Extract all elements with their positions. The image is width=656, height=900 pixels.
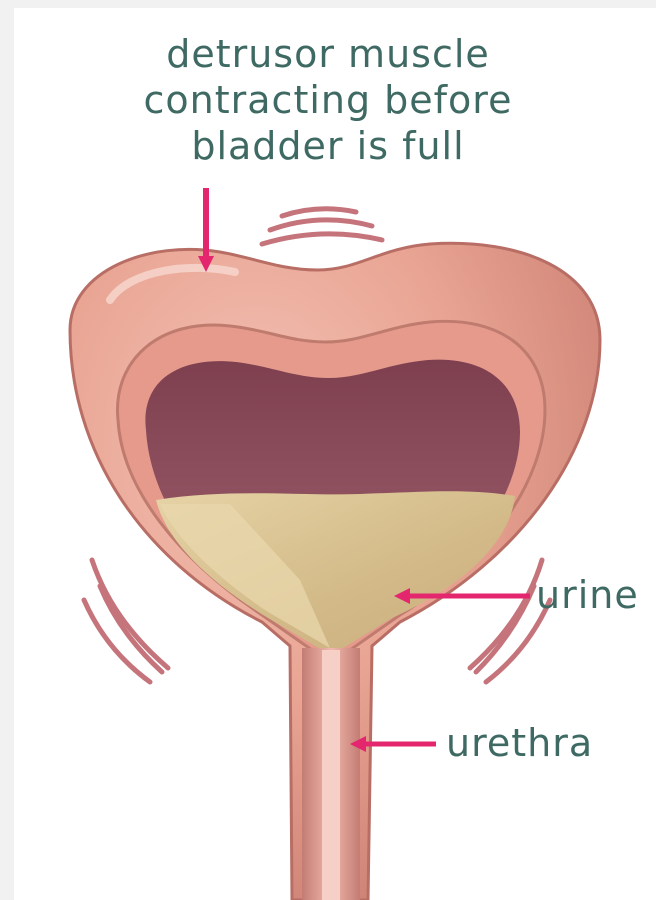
detrusor-arrow	[198, 188, 214, 272]
urethra-channel	[322, 650, 340, 900]
title-line-1: detrusor muscle	[0, 32, 656, 76]
contraction-marks-top	[262, 209, 382, 244]
title-line-2: contracting before	[0, 78, 656, 122]
urethra-label: urethra	[446, 721, 593, 765]
contraction-marks-left	[84, 560, 168, 682]
title-line-3: bladder is full	[0, 124, 656, 168]
urethra-arrow	[350, 736, 436, 752]
urine-label: urine	[536, 573, 639, 617]
